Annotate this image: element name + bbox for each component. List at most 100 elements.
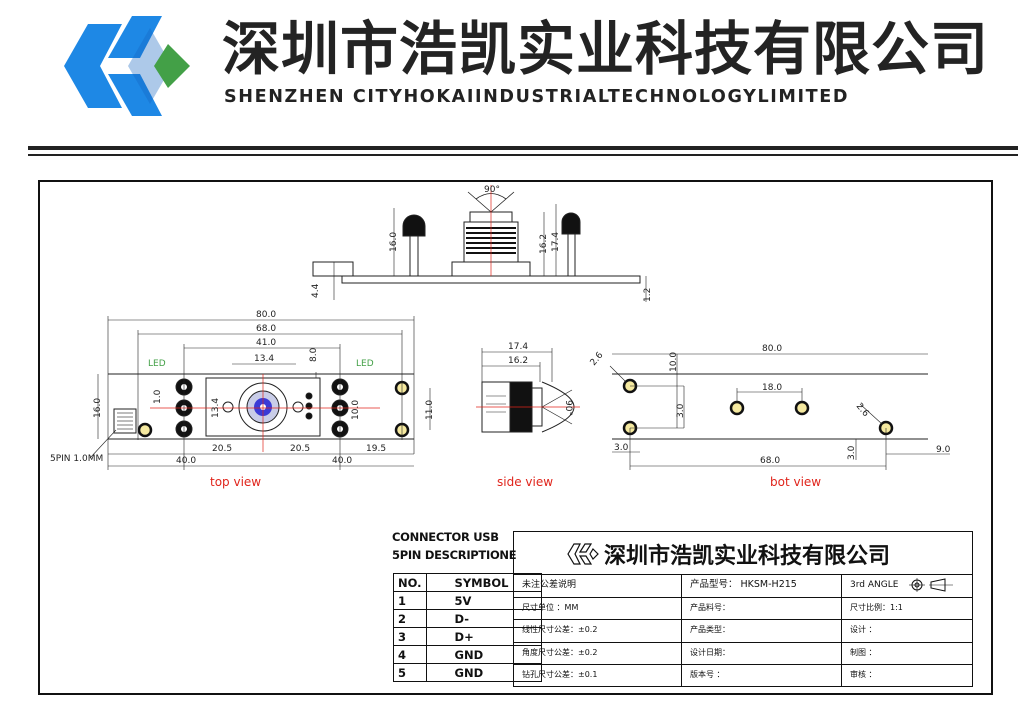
tb-cell: 制图 ： <box>850 647 877 657</box>
tb-cell: 审核 ： <box>850 670 877 679</box>
dim-board-thickness: 1.2 <box>643 288 653 302</box>
usb-connector-top <box>113 408 137 434</box>
drawing-title-block: 深圳市浩凯实业科技有限公司 未注公差说明 产品型号： HKSM-H215 3rd… <box>513 531 973 687</box>
header-rule-thin <box>28 154 1018 156</box>
dim-top-20-5-right: 20.5 <box>290 444 310 454</box>
dim-top-16: 16.0 <box>93 398 103 418</box>
dim-top-19-5: 19.5 <box>366 444 386 454</box>
dim-top-8: 8.0 <box>309 347 319 362</box>
tb-cell-angle: 3rd ANGLE <box>842 574 972 597</box>
tb-cell: 版本号 ： <box>682 664 842 687</box>
dim-top-20-5-left: 20.5 <box>212 444 232 454</box>
tb-cell: 产品料号： <box>682 596 842 619</box>
dim-bot-2-6-left: 2.6 <box>589 350 606 368</box>
title-block-row: 钻孔尺寸公差：±0.1 版本号 ： 审核 ： <box>514 664 972 687</box>
dim-connector-height: 4.4 <box>311 283 321 298</box>
title-block-company-row: 深圳市浩凯实业科技有限公司 <box>514 532 972 575</box>
company-logo-icon <box>64 16 190 116</box>
dim-top-40-right: 40.0 <box>332 456 352 466</box>
dim-bot-18: 18.0 <box>762 383 782 393</box>
profile-view <box>312 185 647 302</box>
led-label-left: LED <box>148 359 166 369</box>
tb-cell: 线性尺寸公差：±0.2 <box>514 619 682 642</box>
dim-side-angle: 90° <box>563 400 573 416</box>
dim-bot-9: 9.0 <box>936 445 951 455</box>
dim-top-10: 10.0 <box>351 400 361 420</box>
profile-dimensions: 90° 16.0 16.2 17.4 4.4 1.2 <box>311 185 653 302</box>
side-view-dimensions: 17.4 16.2 90° side view <box>497 342 573 489</box>
tb-cell: 设计 ： <box>850 625 877 634</box>
pin-no: 2 <box>393 609 427 628</box>
dim-angle-profile: 90° <box>484 185 500 195</box>
dim-top-80: 80.0 <box>256 310 276 320</box>
led-right-profile <box>561 212 581 235</box>
dim-bot-3: 3.0 <box>676 403 686 418</box>
bottom-view-dimensions: 80.0 10.0 18.0 3.0 2.6 2.6 3.0 3.0 9.0 6… <box>589 344 951 489</box>
dim-top-40-left: 40.0 <box>176 456 196 466</box>
company-name-cn: 深圳市浩凯实业科技有限公司 <box>222 15 990 83</box>
tb-cell: 设计日期： <box>682 641 842 664</box>
title-block-row: 角度尺寸公差：±0.2 设计日期： 制图 ： <box>514 641 972 665</box>
side-view <box>476 348 580 433</box>
drawing-frame <box>38 180 993 695</box>
letterhead: 深圳市浩凯实业科技有限公司 SHENZHEN CITYHOKAIINDUSTRI… <box>0 0 1031 156</box>
tb-cell: 产品类型： <box>682 619 842 642</box>
dim-bot-80: 80.0 <box>762 344 782 354</box>
pin-no: 1 <box>393 591 427 610</box>
table-header-symbol: SYMBOL <box>425 573 542 592</box>
tb-cell: 未注公差说明 <box>514 574 682 597</box>
pin-symbol: GND <box>425 663 542 682</box>
led-left-profile <box>402 214 426 237</box>
tb-cell: 尺寸单位 ：MM <box>514 596 682 619</box>
bottom-view <box>609 353 950 470</box>
side-view-label: side view <box>497 475 553 489</box>
tb-cell: 尺寸比例：1:1 <box>850 602 903 612</box>
top-view-dimensions: 80.0 68.0 41.0 13.4 8.0 13.4 1.0 10.0 11… <box>50 310 435 489</box>
title-block-company: 深圳市浩凯实业科技有限公司 <box>604 544 891 569</box>
dim-bot-68: 68.0 <box>760 456 780 466</box>
pin-note: 5PIN 1.0MM <box>50 454 103 464</box>
dim-bot-2-6-right: 2.6 <box>854 402 871 420</box>
connector-title-line1: CONNECTOR USB <box>392 530 499 544</box>
dim-top-13-4-vertical: 13.4 <box>211 398 221 418</box>
title-block-row: 尺寸单位 ：MM 产品料号： 尺寸比例：1:1 <box>514 596 972 620</box>
dim-side-17-4: 17.4 <box>508 342 528 352</box>
dim-bot-3-right: 3.0 <box>847 445 857 460</box>
pin-no: 5 <box>393 663 427 682</box>
top-view-label: top view <box>210 475 261 489</box>
dim-side-16-2: 16.2 <box>508 356 528 366</box>
dim-bot-3-left: 3.0 <box>614 443 629 453</box>
tb-cell: 钻孔尺寸公差：±0.1 <box>514 664 682 687</box>
title-block-row: 线性尺寸公差：±0.2 产品类型： 设计 ： <box>514 619 972 643</box>
dim-lens-height-2: 17.4 <box>551 232 561 252</box>
title-block-row: 未注公差说明 产品型号： HKSM-H215 3rd ANGLE <box>514 574 972 598</box>
bot-view-label: bot view <box>770 475 821 489</box>
dim-top-13-4: 13.4 <box>254 354 274 364</box>
dim-top-41: 41.0 <box>256 338 276 348</box>
dim-top-68: 68.0 <box>256 324 276 334</box>
company-name-en: SHENZHEN CITYHOKAIINDUSTRIALTECHNOLOGYLI… <box>224 87 850 107</box>
third-angle-projection-icon <box>909 577 954 592</box>
dim-lens-height-1: 16.2 <box>539 234 549 254</box>
company-logo-small-icon <box>567 543 599 565</box>
dim-led-height: 16.0 <box>389 232 399 252</box>
connector-title-line2: 5PIN DESCRIPTIONE <box>392 548 517 562</box>
pin-no: 3 <box>393 627 427 646</box>
led-label-right: LED <box>356 359 374 369</box>
dim-top-1: 1.0 <box>153 389 163 404</box>
tb-cell-model: 产品型号： HKSM-H215 <box>682 574 842 597</box>
dim-bot-10: 10.0 <box>669 352 679 372</box>
header-rule-thick <box>28 146 1018 150</box>
dim-top-11: 11.0 <box>425 400 435 420</box>
usb-connector-profile <box>312 261 354 277</box>
tb-cell: 角度尺寸公差：±0.2 <box>514 641 682 664</box>
third-angle-label: 3rd ANGLE <box>850 580 899 590</box>
connector-description-title: CONNECTOR USB 5PIN DESCRIPTIONE <box>392 528 517 564</box>
pcb-profile <box>341 275 641 284</box>
table-header-no: NO. <box>393 573 427 592</box>
top-view <box>89 316 431 470</box>
